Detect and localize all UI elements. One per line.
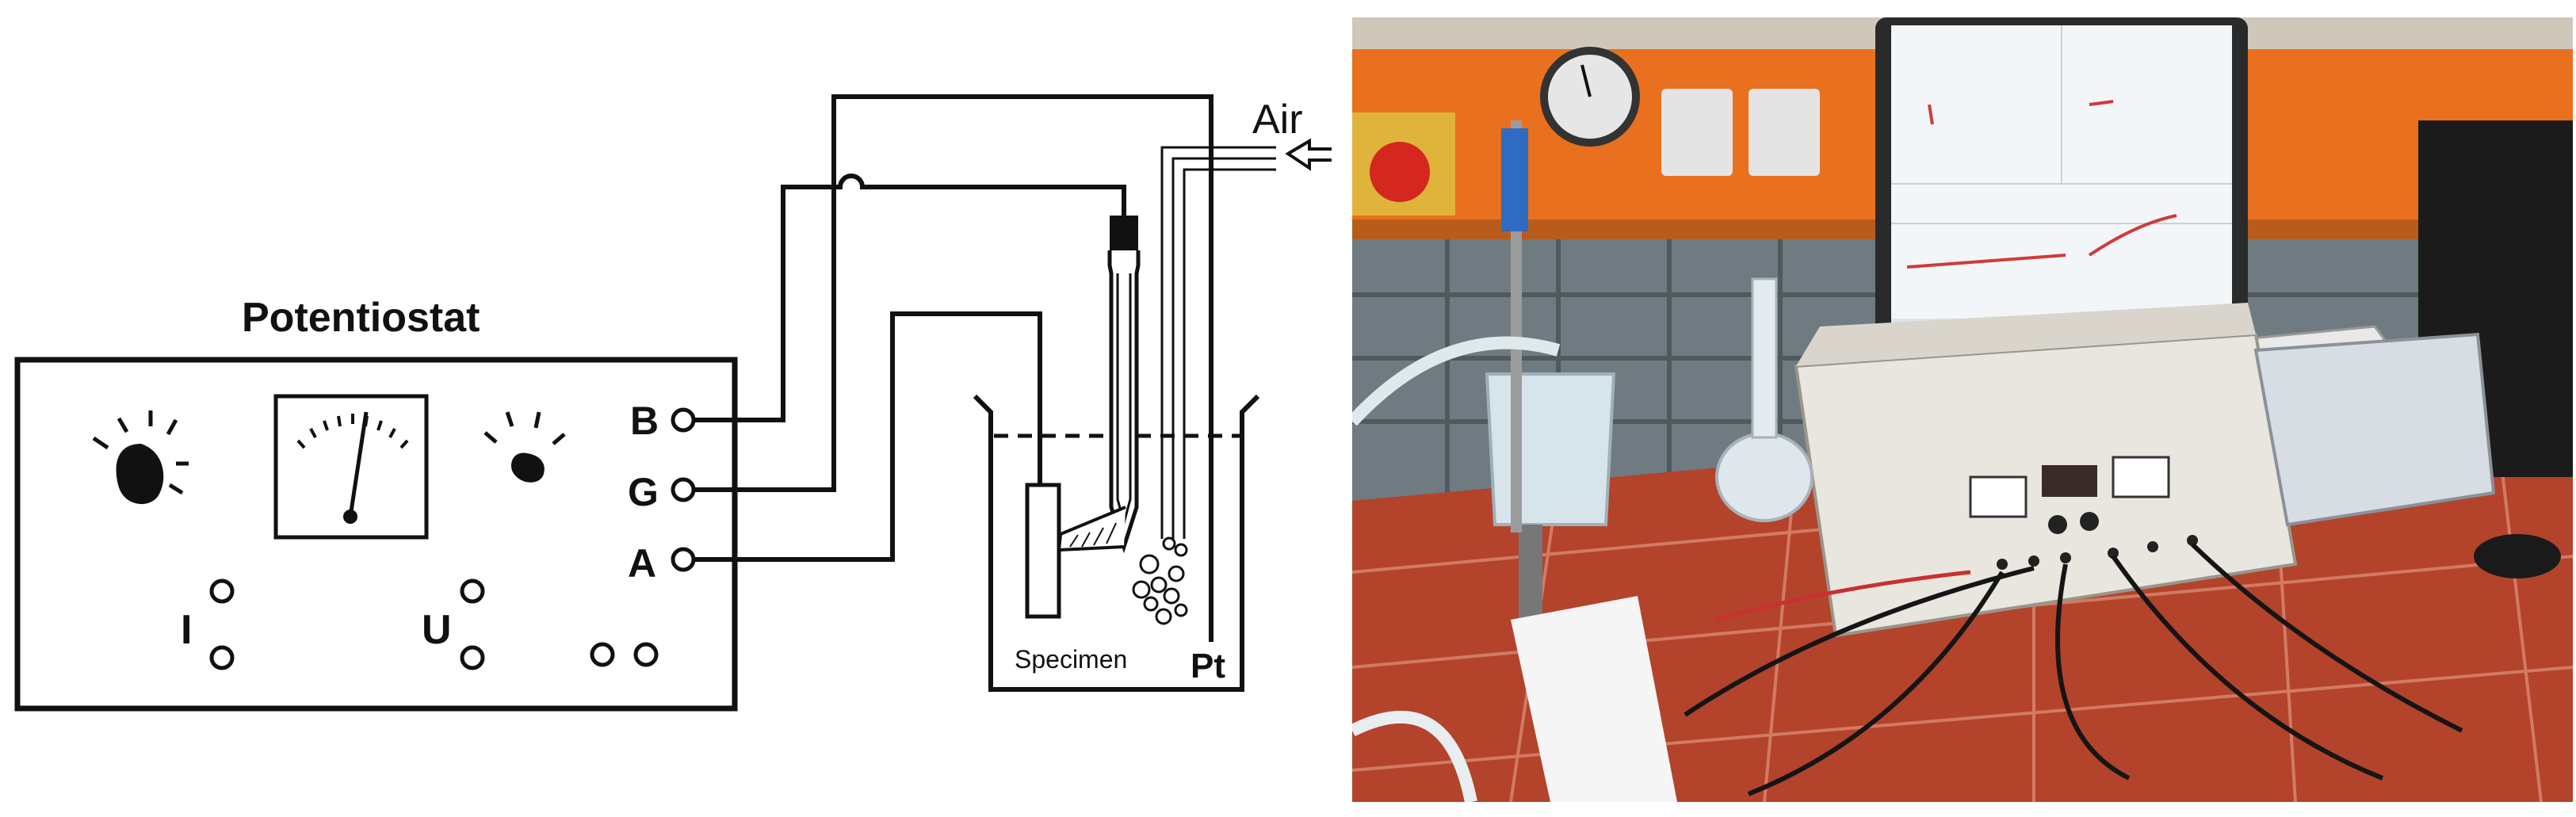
terminal-g-jack[interactable] — [671, 477, 696, 502]
second-instrument — [2253, 332, 2496, 527]
test-leads — [1684, 542, 2463, 796]
wall-socket-2 — [1749, 89, 1820, 176]
indicator-lamp-right-icon — [483, 411, 566, 483]
specimen — [1025, 483, 1061, 619]
lab-setup-photo — [1352, 17, 2573, 802]
specimen-label: Specimen — [1015, 645, 1127, 674]
terminal-label-b: B — [630, 399, 659, 443]
air-label: Air — [1252, 97, 1303, 143]
retort-stand — [1519, 525, 1542, 620]
meter-dial — [273, 394, 429, 540]
aux-jack-right[interactable] — [633, 642, 659, 667]
plot-traces — [1906, 100, 2177, 269]
tubing — [1352, 336, 1561, 426]
current-jack-top[interactable] — [209, 578, 235, 604]
terminal-label-g: G — [628, 470, 659, 514]
volumetric-flask — [1715, 432, 1814, 522]
wiring — [694, 94, 1213, 642]
air-inlet-arrow-icon — [1285, 138, 1332, 171]
meter-needle-icon — [296, 411, 409, 524]
counter-electrode-label: Pt — [1191, 647, 1225, 685]
reference-electrode — [1057, 216, 1141, 554]
air-tube — [1160, 146, 1276, 539]
indicator-lamp-left-icon — [92, 410, 189, 505]
air-bubbles — [1132, 536, 1188, 625]
aux-jack-left[interactable] — [590, 642, 615, 667]
computer-mouse — [2474, 534, 2561, 578]
current-jack-bottom[interactable] — [209, 645, 235, 670]
wall-socket-1 — [1661, 89, 1733, 176]
current-control-label: I — [181, 607, 192, 653]
voltage-control-label: U — [422, 607, 452, 653]
instrument-display — [2042, 465, 2097, 497]
device-title: Potentiostat — [242, 295, 480, 341]
terminal-label-a: A — [628, 541, 656, 586]
voltage-jack-top[interactable] — [460, 578, 485, 604]
blue-electrode — [1501, 128, 1528, 231]
potentiostat-schematic: Potentiostat — [14, 94, 1332, 712]
electrochemical-cell — [1485, 372, 1616, 526]
terminal-b-jack[interactable] — [671, 407, 696, 433]
instrument-meter-2 — [2112, 456, 2170, 498]
voltage-jack-bottom[interactable] — [460, 645, 485, 670]
beaker — [973, 394, 1260, 692]
emergency-stop-button — [1370, 142, 1430, 202]
potentiostat-box — [14, 357, 738, 712]
paper-towel — [1511, 596, 1677, 802]
terminal-a-jack[interactable] — [671, 547, 696, 572]
instrument-meter-1 — [1969, 475, 2028, 518]
